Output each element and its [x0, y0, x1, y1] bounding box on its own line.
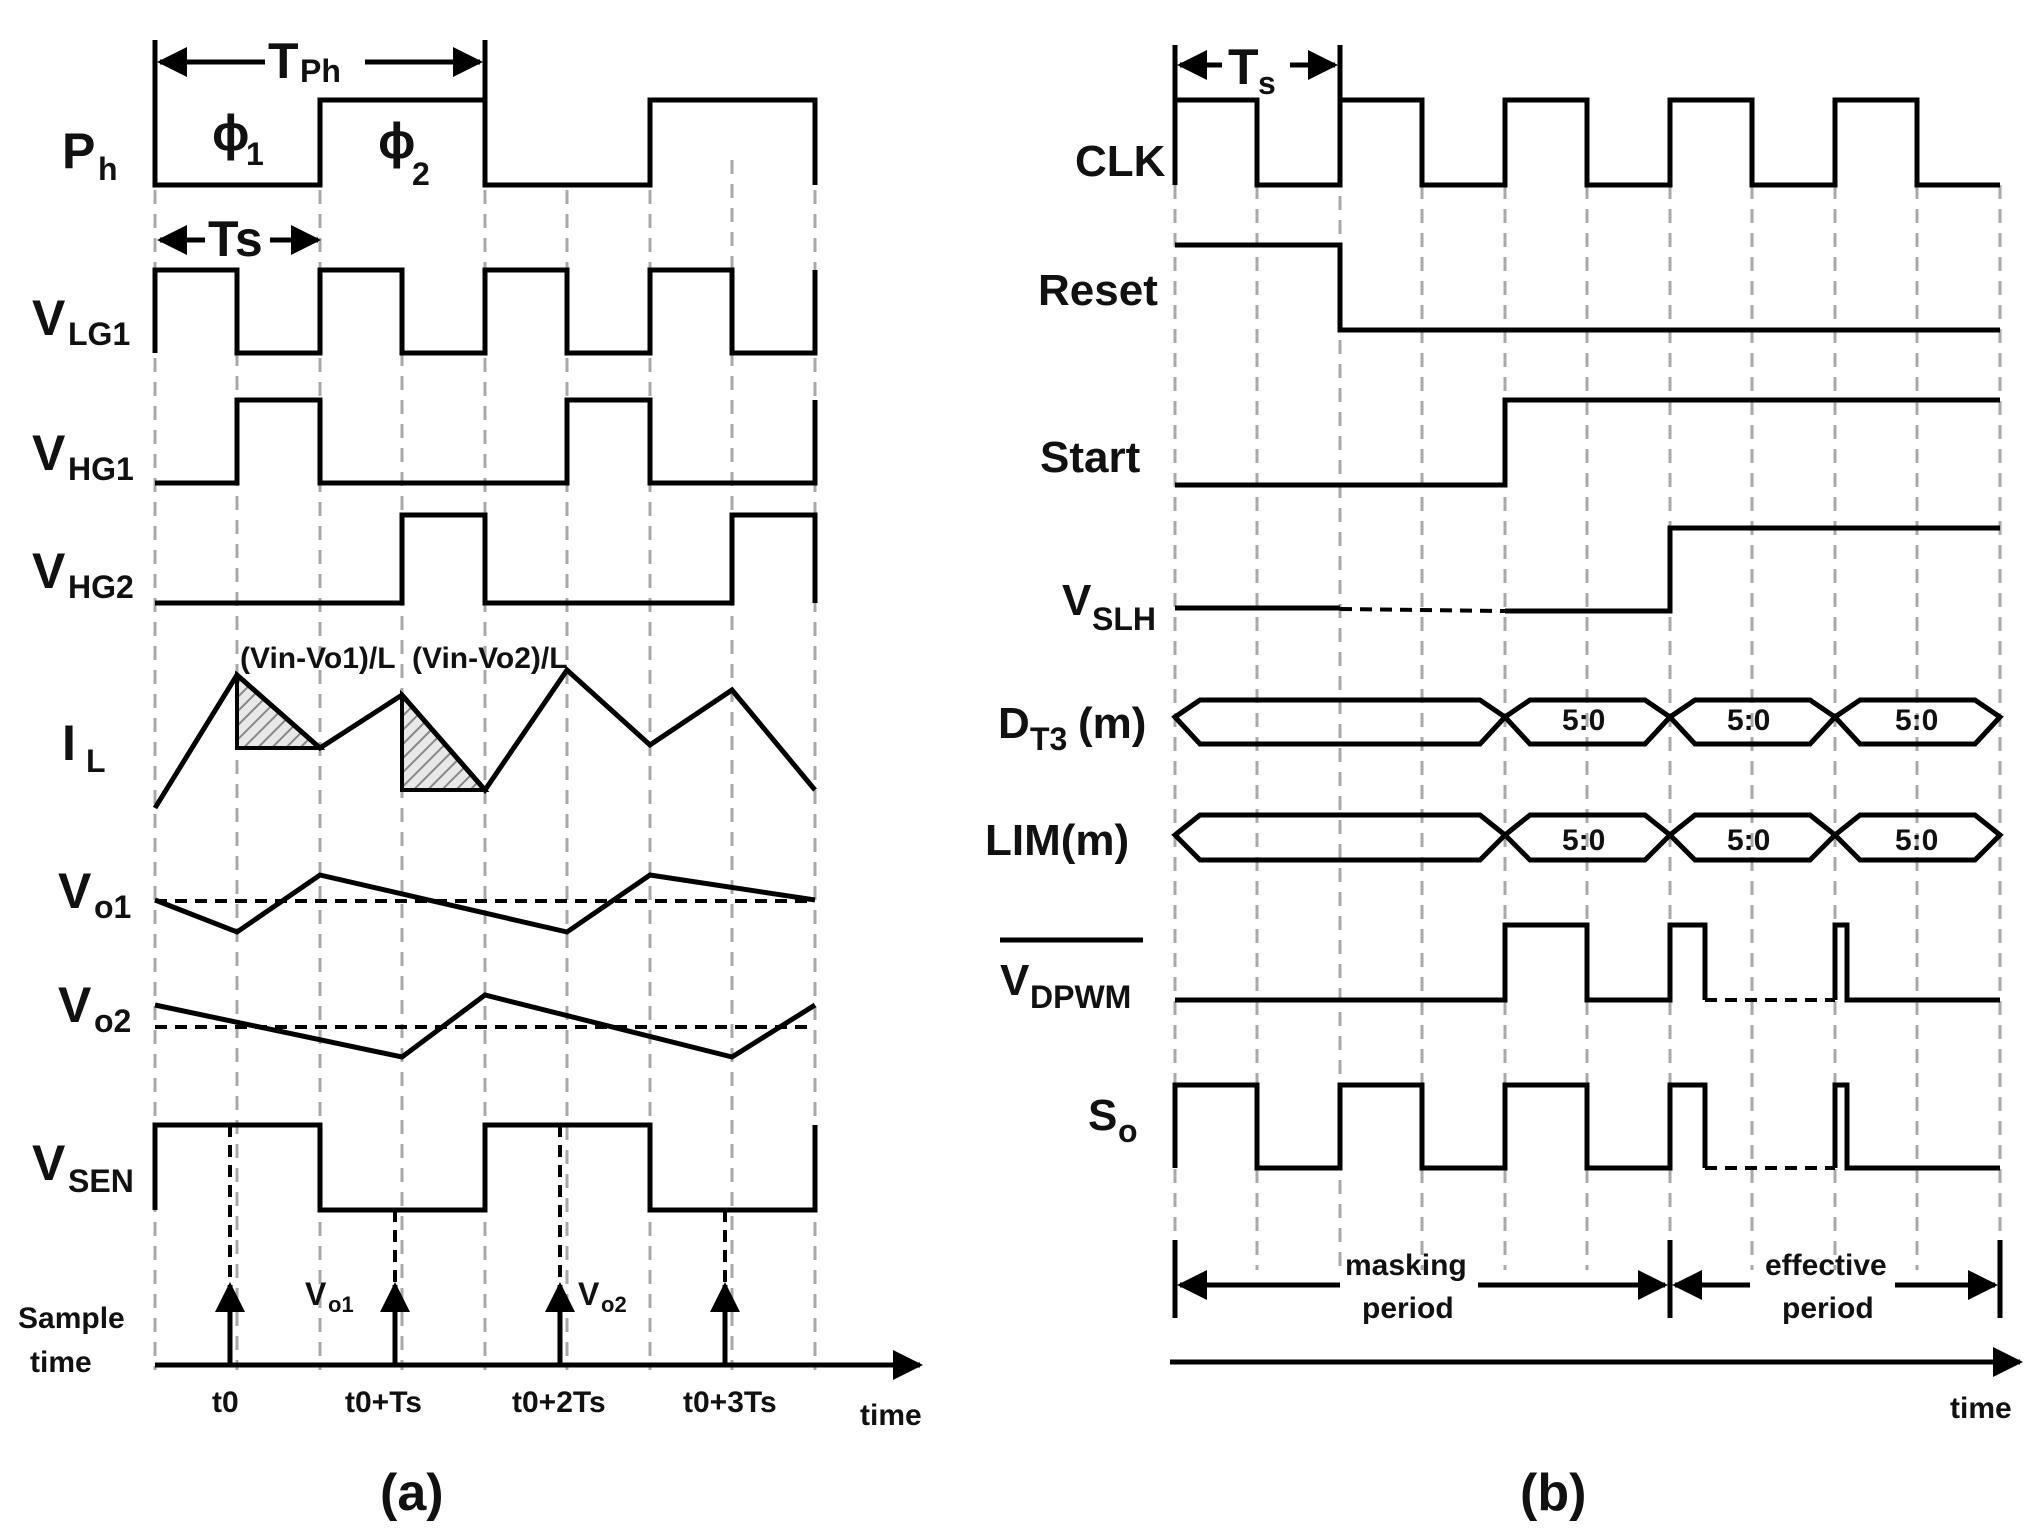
- tph-sub: Ph: [300, 53, 341, 89]
- sample-vo2-sub: o2: [601, 1292, 627, 1317]
- vslh-sub: SLH: [1092, 601, 1156, 637]
- tick-t0-2ts: t0+2Ts: [512, 1386, 606, 1419]
- dt3-sub: T3: [1030, 721, 1067, 757]
- il-waveform: [152, 666, 817, 810]
- sample-vo2-label: V: [578, 1276, 600, 1312]
- so-label: S: [1088, 1091, 1117, 1140]
- vo1-label: V: [58, 863, 92, 919]
- sample-label-line2: time: [30, 1346, 92, 1379]
- vsen-label: V: [32, 1135, 66, 1191]
- vo2-sub: o2: [94, 1003, 131, 1039]
- reset-label: Reset: [1038, 266, 1158, 315]
- phase1-sub: 1: [246, 136, 264, 172]
- vo1-waveform: [154, 872, 816, 935]
- lim-bus: 5:0 5:0 5:0: [1171, 812, 2004, 863]
- caption-a: (a): [380, 1464, 444, 1522]
- vdpwm-waveform-b: [1832, 922, 2000, 1003]
- tph-period-marker: T Ph: [152, 33, 488, 100]
- phase2-sub: 2: [412, 156, 430, 192]
- panel-b-gridlines: [1173, 100, 2002, 1270]
- ph-sub: h: [98, 151, 118, 187]
- so-sub: o: [1118, 1113, 1138, 1149]
- vdpwm-label: V: [1000, 956, 1030, 1005]
- tick-t0-3ts: t0+3Ts: [683, 1386, 777, 1419]
- vhg1-sub: HG1: [68, 451, 134, 487]
- vlg1-sub: LG1: [68, 316, 130, 352]
- lim-value-3: 5:0: [1895, 824, 1938, 857]
- vslh-label: V: [1062, 576, 1092, 625]
- phase1-symbol: ϕ: [212, 105, 249, 161]
- slope2-label: (Vin-Vo2)/L: [412, 642, 568, 675]
- vsen-sub: SEN: [68, 1163, 134, 1199]
- vdpwm-waveform-a: [1175, 922, 1708, 1003]
- ts-marker-b: T s: [1172, 39, 1343, 101]
- vo1-sub: o1: [94, 889, 131, 925]
- tick-t0-ts: t0+Ts: [345, 1386, 422, 1419]
- so-waveform-a: [1172, 1082, 1708, 1171]
- il-sub: L: [86, 743, 106, 779]
- vo2-waveform: [154, 992, 817, 1060]
- lim-value-1: 5:0: [1562, 824, 1605, 857]
- phase2-symbol: ϕ: [378, 113, 415, 169]
- vhg1-label: V: [32, 425, 66, 481]
- panel-b: T s CLK Reset Start V SLH D T3 (m) 5:0 5…: [985, 39, 2023, 1522]
- sample-vo1-label: V: [305, 1276, 327, 1312]
- vsen-waveform: [152, 1122, 818, 1213]
- panel-a: T Ph P h ϕ 1 ϕ 2 Ts V LG1 V HG1 V HG2 I …: [18, 33, 923, 1522]
- vdpwm-sub: DPWM: [1030, 979, 1131, 1015]
- slope1-label: (Vin-Vo1)/L: [240, 642, 396, 675]
- vhg2-label: V: [32, 543, 66, 599]
- ts-sub-b: s: [1258, 65, 1276, 101]
- so-waveform-b: [1832, 1082, 2000, 1171]
- vhg2-waveform: [155, 512, 818, 606]
- ts-label-a: Ts: [208, 211, 263, 267]
- time-label-a: time: [860, 1399, 922, 1432]
- ph-label: P: [62, 123, 95, 179]
- ts-marker-a: Ts: [157, 211, 321, 267]
- dt3-value-2: 5:0: [1727, 704, 1770, 737]
- start-waveform: [1175, 397, 2000, 488]
- ts-label-b: T: [1228, 39, 1259, 95]
- tick-t0: t0: [212, 1386, 239, 1419]
- sample-arrows: [215, 1125, 740, 1365]
- effective-line2: period: [1782, 1292, 1874, 1325]
- ph-waveform: [152, 97, 818, 188]
- vhg1-waveform: [155, 397, 818, 486]
- masking-line1: masking: [1345, 1249, 1467, 1282]
- vlg1-waveform: [152, 267, 818, 356]
- tph-label: T: [268, 33, 299, 89]
- sample-vo1-sub: o1: [328, 1292, 354, 1317]
- dt3-suffix: (m): [1078, 699, 1146, 748]
- period-markers: masking period effective period: [1172, 1240, 2003, 1325]
- vlg1-label: V: [32, 290, 66, 346]
- start-label: Start: [1040, 433, 1141, 482]
- clk-waveform: [1172, 97, 2000, 188]
- dt3-value-3: 5:0: [1895, 704, 1938, 737]
- lim-label: LIM(m): [985, 816, 1129, 865]
- vslh-waveform-b: [1505, 525, 2000, 614]
- clk-label: CLK: [1075, 137, 1166, 186]
- vo2-label: V: [58, 977, 92, 1033]
- masking-line2: period: [1362, 1292, 1454, 1325]
- dt3-value-1: 5:0: [1562, 704, 1605, 737]
- il-label: I: [62, 715, 76, 771]
- sample-label-line1: Sample: [18, 1302, 125, 1335]
- vhg2-sub: HG2: [68, 569, 134, 605]
- reset-waveform: [1175, 242, 2000, 333]
- effective-line1: effective: [1765, 1249, 1887, 1282]
- dt3-label: D: [998, 699, 1030, 748]
- dt3-bus: 5:0 5:0 5:0: [1171, 697, 2004, 747]
- caption-b: (b): [1520, 1464, 1586, 1522]
- lim-value-2: 5:0: [1727, 824, 1770, 857]
- time-label-b: time: [1950, 1392, 2012, 1425]
